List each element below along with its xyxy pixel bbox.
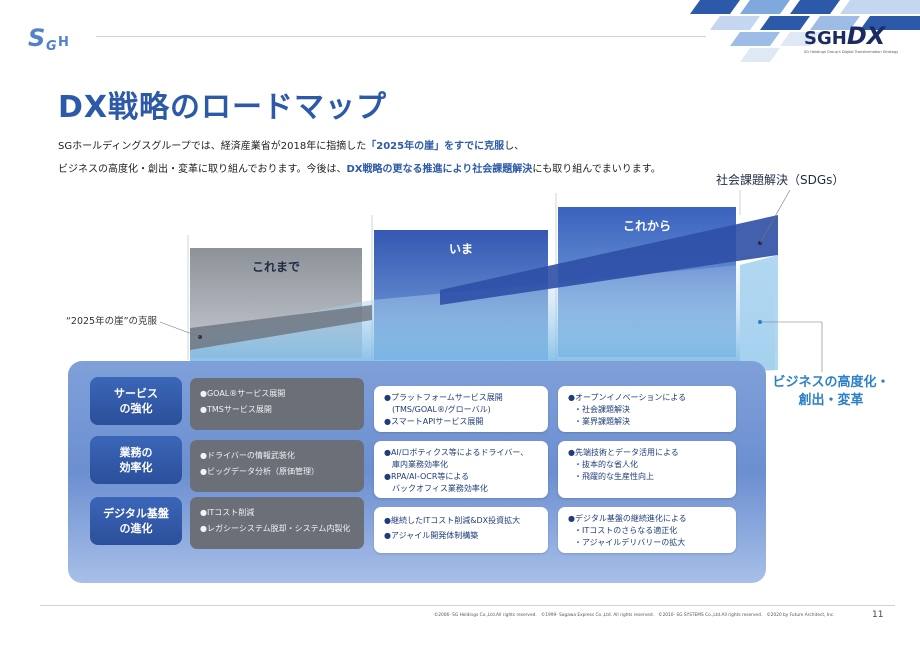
cell-operations-past: ●ドライバーの情報武装化 ●ビッグデータ分析（原価管理）: [190, 440, 364, 492]
cell-service-future: ●オープンイノベーションによる ・社会課題解決 ・業界課題解決: [558, 386, 736, 432]
label-business-advancement: ビジネスの高度化・創出・変革: [772, 375, 890, 408]
svg-text:H: H: [58, 35, 69, 50]
svg-text:S: S: [28, 24, 45, 52]
header-rule: [96, 36, 706, 37]
label-2025-cliff: “2025年の崖”の克服: [66, 316, 158, 327]
cell-digital-platform-future: ●デジタル基盤の継続進化による ・ITコストのさらなる適正化 ・アジャイルデリバ…: [558, 507, 736, 553]
cell-digital-platform-past: ●ITコスト削減 ●レガシーシステム脱却・システム内製化: [190, 497, 364, 549]
page-title: DX戦略のロードマップ: [58, 90, 388, 125]
cell-service-past: ●GOAL®サービス展開 ●TMSサービス展開: [190, 378, 364, 430]
row-head-operations: 業務の効率化: [90, 436, 182, 484]
sg-logo: S G H: [28, 24, 69, 54]
sgh-dx-logo: SGHDX SG Holdings Group's Digital Transf…: [804, 22, 899, 54]
intro-line-2: ビジネスの高度化・創出・変革に取り組んでおります。今後は、DX戦略の更なる推進に…: [58, 164, 661, 175]
footer-rule: [40, 605, 895, 606]
cell-operations-future: ●先端技術とデータ活用による ・抜本的な省人化 ・飛躍的な生産性向上: [558, 441, 736, 498]
copyright-text: ©2006- SG Holdings Co.,Ltd.All rights re…: [434, 613, 835, 618]
svg-text:G: G: [46, 39, 57, 54]
row-head-digital-platform: デジタル基盤の進化: [90, 497, 182, 545]
page-number: 11: [872, 610, 884, 620]
phase-label-now: いま: [448, 242, 473, 256]
roadmap-graphic: [159, 189, 823, 372]
cell-service-now: ●プラットフォームサービス展開 (TMS/GOAL®/グローバル) ●スマートA…: [374, 386, 548, 432]
intro-line-1: SGホールディングスグループでは、経済産業省が2018年に指摘した「2025年の…: [58, 141, 525, 152]
phase-label-past: これまで: [251, 260, 300, 274]
row-head-service: サービスの強化: [90, 377, 182, 425]
label-sdgs: 社会課題解決（SDGs）: [716, 173, 845, 187]
header-mosaic-decoration: [690, 0, 920, 62]
phase-label-future: これから: [622, 219, 671, 233]
cell-operations-now: ●AI/ロボティクス等によるドライバー、 庫内業務効率化 ●RPA/AI-OCR…: [374, 441, 548, 498]
cell-digital-platform-now: ●継続したITコスト削減&DX投資拡大 ●アジャイル開発体制構築: [374, 507, 548, 553]
